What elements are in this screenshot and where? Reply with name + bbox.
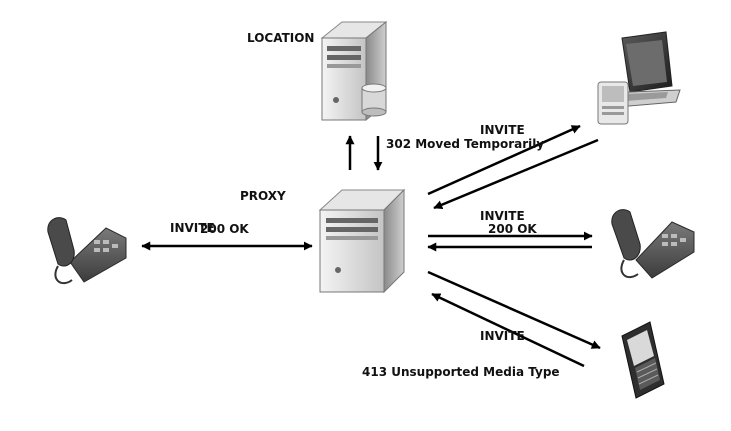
label-invite-top: INVITE bbox=[480, 123, 525, 137]
label-200-ok-left: 200 OK bbox=[200, 222, 249, 236]
pda-icon bbox=[597, 81, 629, 125]
label-413-unsupported: 413 Unsupported Media Type bbox=[362, 365, 560, 379]
label-invite-left: INVITE bbox=[170, 221, 215, 235]
proxy-server-icon bbox=[318, 188, 406, 294]
label-proxy: PROXY bbox=[240, 189, 286, 203]
location-server-icon bbox=[320, 20, 388, 122]
label-invite-mid: INVITE bbox=[480, 209, 525, 223]
label-location: LOCATION bbox=[247, 31, 314, 45]
right-desk-phone-icon bbox=[611, 209, 695, 279]
smartphone-icon bbox=[621, 321, 665, 399]
label-302-moved: 302 Moved Temporarily bbox=[386, 137, 544, 151]
label-invite-bottom: INVITE bbox=[480, 329, 525, 343]
label-200-ok-mid: 200 OK bbox=[488, 222, 537, 236]
laptop-icon bbox=[599, 31, 681, 109]
arrow-laptop-to-proxy bbox=[433, 138, 599, 210]
arrow-proxy-to-smartphone bbox=[427, 270, 601, 350]
arrow-smartphone-to-proxy bbox=[431, 292, 585, 368]
arrow-proxy-to-laptop bbox=[427, 124, 581, 196]
left-desk-phone-icon bbox=[47, 217, 127, 285]
